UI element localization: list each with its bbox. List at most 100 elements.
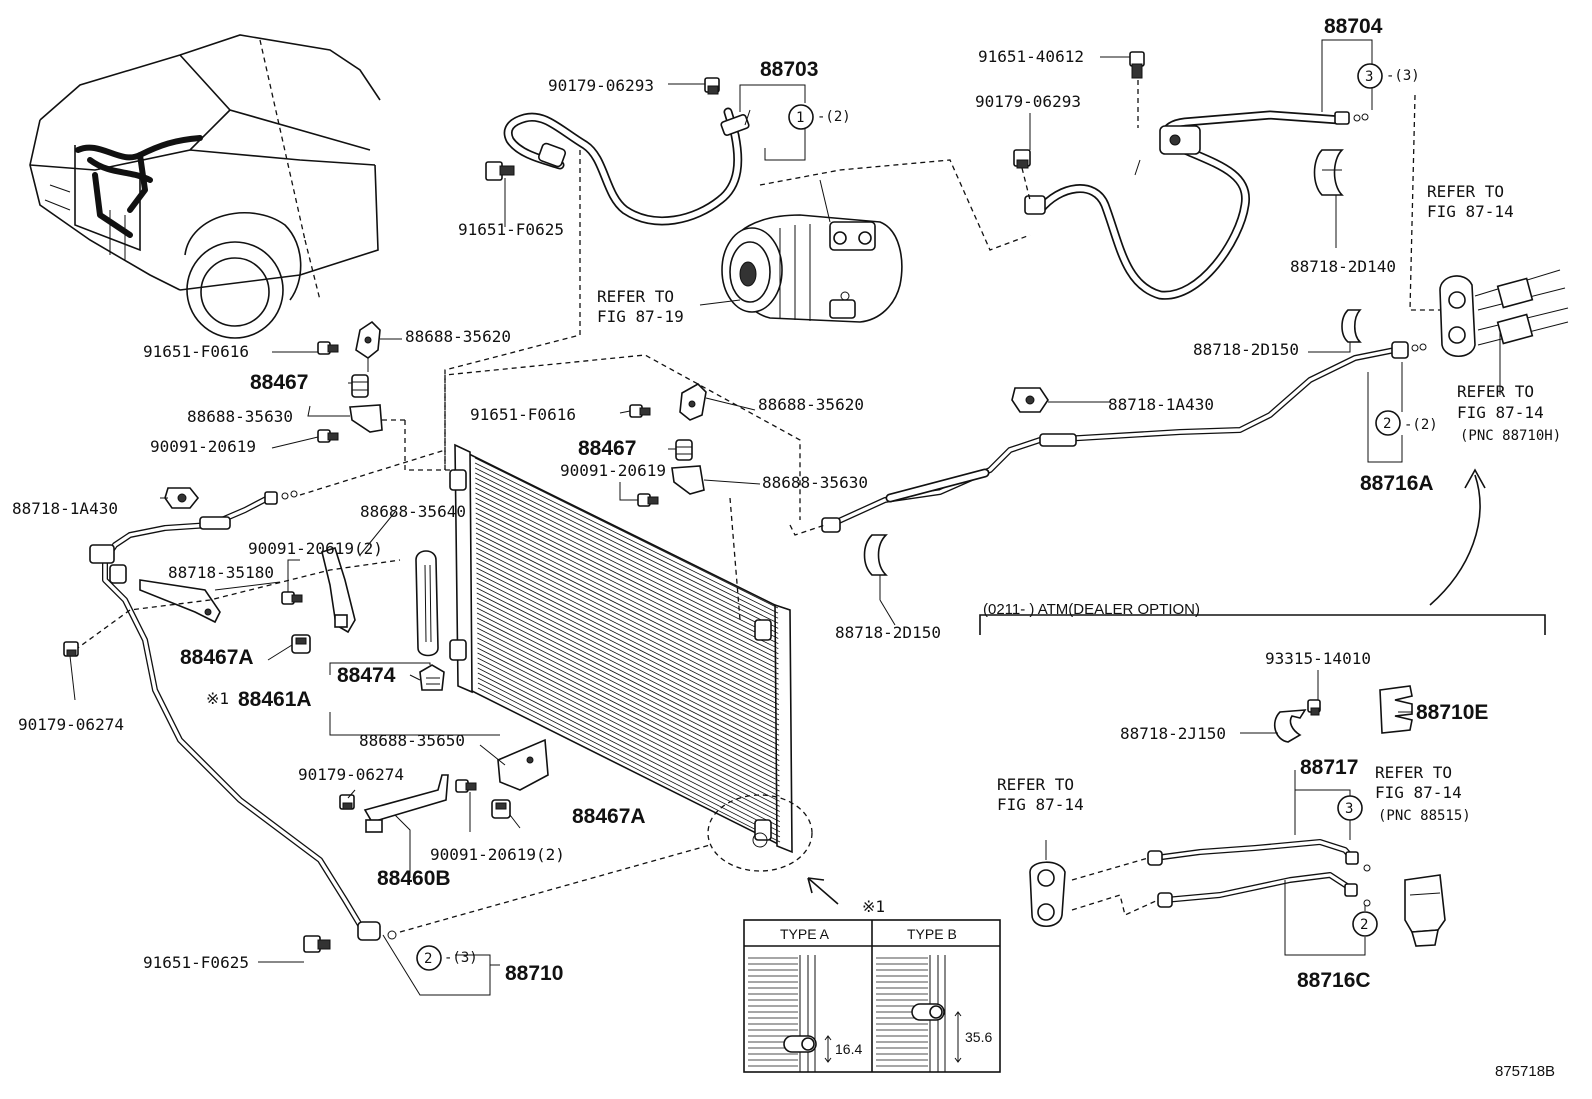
bracket-88688-35620-center	[679, 383, 707, 421]
cushion-88467-left	[351, 374, 369, 398]
label-88718-2D140: 88718-2D140	[1290, 257, 1396, 276]
callout-2-c: 2	[1360, 917, 1368, 933]
pnc-88515: (PNC 88515)	[1378, 808, 1471, 824]
bolt-90091-20619-left	[317, 429, 339, 443]
qty-88716A: -(2)	[1404, 417, 1438, 433]
type-b-fins	[876, 957, 928, 1067]
label-88474: 88474	[337, 664, 396, 687]
label-90091-20619-d: 90091-20619(2)	[430, 845, 565, 864]
bracket-88688-35650	[497, 738, 549, 791]
clamp-88718-2D150-upper	[1341, 309, 1362, 343]
nut-90179-06274-center	[339, 794, 355, 810]
type-a-label: TYPE A	[780, 926, 830, 942]
type-detail-box	[743, 877, 1001, 1073]
label-88718-1A430-a: 88718-1A430	[12, 499, 118, 518]
label-88718-2D150-b: 88718-2D150	[835, 623, 941, 642]
liquid-pipe-88710	[74, 449, 711, 941]
label-88688-35630-a: 88688-35630	[187, 407, 293, 426]
bracket-88688-35630-center	[671, 465, 705, 495]
label-88703: 88703	[760, 58, 818, 81]
callout-2-b: 2	[424, 951, 432, 967]
dash-condenser-left	[404, 420, 455, 471]
label-90179-06293-a: 90179-06293	[548, 76, 654, 95]
label-91651-F0625-b: 91651-F0625	[143, 953, 249, 972]
figure-id: 875718B	[1495, 1063, 1555, 1080]
part-labels: 88703 90179-06293 -(2) 91651-F0625 REFER…	[12, 15, 1561, 1080]
label-88461A: 88461A	[238, 688, 312, 711]
bolt-91651-F0616-left	[317, 341, 339, 355]
label-91651-F0616-b: 91651-F0616	[470, 405, 576, 424]
label-88461A-mark: ※1	[206, 689, 229, 708]
label-88716A: 88716A	[1360, 472, 1434, 495]
label-93315-14010: 93315-14010	[1265, 649, 1371, 668]
refer-to-87-14-d1: REFER TO	[1375, 763, 1452, 782]
bolt-91651-F0625-bottom	[303, 935, 331, 953]
label-88710: 88710	[505, 962, 563, 985]
cushion-88467-center	[675, 439, 693, 461]
bracket-88460B	[363, 774, 449, 833]
label-90091-20619-a: 90091-20619	[150, 437, 256, 456]
liquid-pipe-88716A	[789, 341, 1427, 536]
bolt-90091-20619-2-upper	[281, 591, 303, 605]
bracket-88688-35630-left	[349, 404, 405, 433]
bracket-88688-35640	[321, 547, 356, 634]
callout-2-a: 2	[1383, 416, 1391, 432]
cushion-88467A-center	[491, 799, 511, 819]
label-88467A-b: 88467A	[572, 805, 646, 828]
label-90179-06293-b: 90179-06293	[975, 92, 1081, 111]
cushion-88467A-left	[291, 634, 311, 654]
refer-to-87-14-c1: REFER TO	[997, 775, 1074, 794]
label-90091-20619-c: 90091-20619(2)	[248, 539, 383, 558]
bracket-88688-35620-left	[355, 320, 381, 372]
type-b-label: TYPE B	[907, 926, 957, 942]
dash-leader-1	[444, 150, 581, 470]
refer-to-87-14-a1: REFER TO	[1427, 182, 1504, 201]
callout-1: 1	[796, 110, 804, 126]
bracket-88718-35180	[139, 579, 221, 624]
label-88718-2J150: 88718-2J150	[1120, 724, 1226, 743]
label-88467-a: 88467	[250, 371, 308, 394]
label-91651-F0616-a: 91651-F0616	[143, 342, 249, 361]
label-88688-35620-a: 88688-35620	[405, 327, 511, 346]
type-a-fins	[748, 957, 798, 1067]
callout-3-b: 3	[1345, 801, 1353, 817]
leader-lines	[69, 39, 1501, 996]
clamp-88718-1A430-right	[1011, 387, 1049, 413]
label-88688-35620-b: 88688-35620	[758, 395, 864, 414]
label-90091-20619-b: 90091-20619	[560, 461, 666, 480]
nut-90179-06274-left	[63, 641, 79, 657]
qty-88704: -(3)	[1386, 68, 1420, 84]
vehicle-illustration	[29, 34, 381, 339]
nut-90179-06293-top	[704, 77, 720, 95]
bolt-91651-F0625-top	[485, 161, 515, 215]
dash-leader-3	[1409, 94, 1440, 311]
dim-a: 16.4	[835, 1041, 862, 1057]
clamp-88718-2D150-lower	[863, 534, 888, 600]
clamp-88718-1A430-left	[164, 487, 200, 509]
dash-leader-2	[759, 159, 1031, 251]
condenser-fins	[474, 457, 781, 843]
rear-connector-block	[1439, 269, 1569, 358]
atm-option-section	[979, 468, 1546, 947]
clamp-88718-2D140	[1313, 149, 1344, 248]
label-88688-35650: 88688-35650	[359, 731, 465, 750]
nut-90179-06293-mid	[1013, 149, 1031, 201]
bolt-91651-40612	[1129, 51, 1145, 128]
label-88718-2D150-a: 88718-2D150	[1193, 340, 1299, 359]
label-88710E: 88710E	[1416, 701, 1488, 724]
label-90179-06274-b: 90179-06274	[298, 765, 404, 784]
atm-option-label: (0211- ) ATM(DEALER OPTION)	[983, 601, 1200, 618]
label-88718-35180: 88718-35180	[168, 563, 274, 582]
label-91651-F0625-a: 91651-F0625	[458, 220, 564, 239]
callout-3-a: 3	[1365, 69, 1373, 85]
discharge-hose-88703	[503, 107, 751, 226]
condenser-88461A	[449, 443, 813, 872]
refer-to-87-14-d2: FIG 87-14	[1375, 783, 1462, 802]
bolt-91651-F0616-center	[629, 404, 651, 418]
label-88688-35630-b: 88688-35630	[762, 473, 868, 492]
label-88718-1A430-b: 88718-1A430	[1108, 395, 1214, 414]
refer-to-87-19-a: REFER TO	[597, 287, 674, 306]
refer-to-87-19-b: FIG 87-19	[597, 307, 684, 326]
label-90179-06274-a: 90179-06274	[18, 715, 124, 734]
